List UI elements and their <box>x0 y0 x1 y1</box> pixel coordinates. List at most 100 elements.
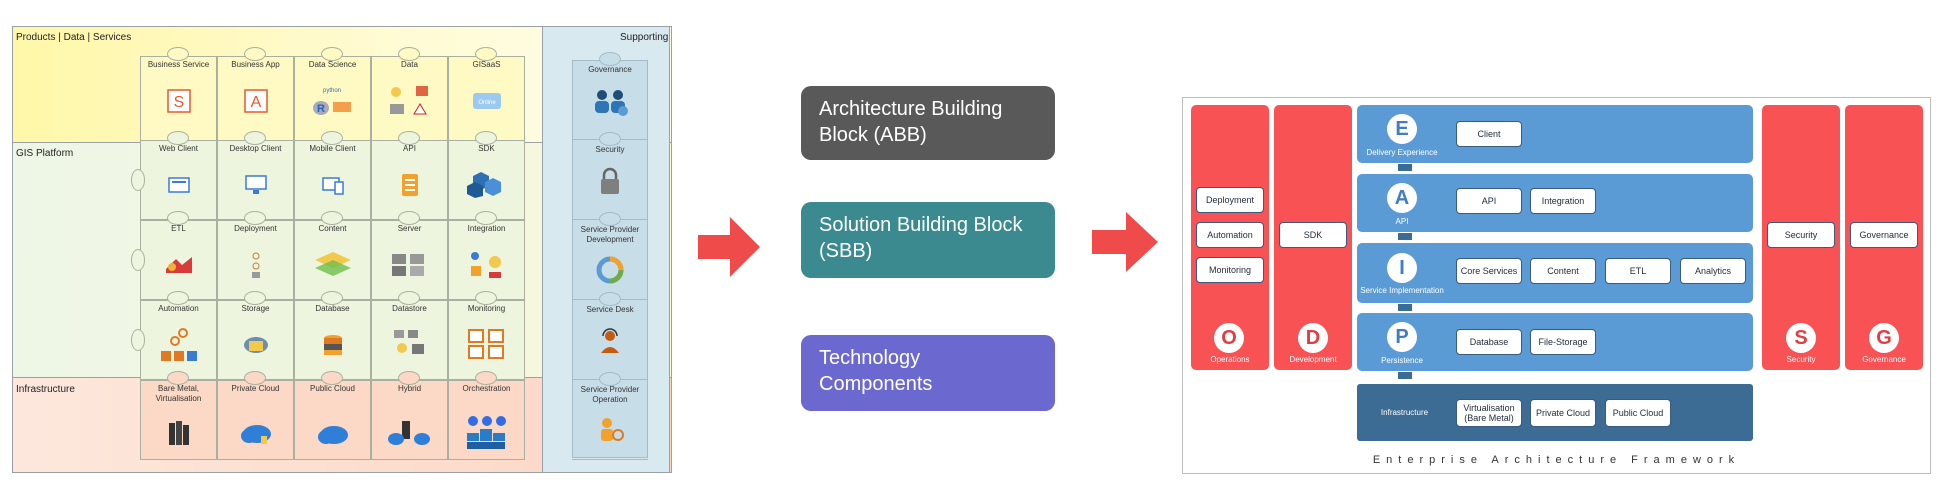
abb-block: Architecture Building Block (ABB) <box>801 86 1055 160</box>
puzzle-knob <box>599 372 621 386</box>
supporting-item-title: Security <box>595 145 625 154</box>
core-services-button[interactable]: Core Services <box>1456 258 1522 284</box>
etl-button[interactable]: ETL <box>1605 258 1671 284</box>
puzzle-piece-title: Datastore <box>392 304 427 313</box>
governance-button[interactable]: Governance <box>1850 222 1918 248</box>
puzzle-knob <box>398 291 420 305</box>
public-cloud-button[interactable]: Public Cloud <box>1605 399 1671 427</box>
puzzle-knob <box>599 132 621 146</box>
puzzle-piece: Server <box>371 220 448 300</box>
puzzle-piece-icon <box>218 245 293 285</box>
puzzle-knob <box>398 131 420 145</box>
puzzle-knob <box>131 329 145 351</box>
infrastructure-label: Infrastructure <box>1380 408 1429 417</box>
development-letter-badge: D <box>1298 323 1328 353</box>
puzzle-piece-icon <box>218 413 293 453</box>
puzzle-piece: Web Client <box>140 140 217 220</box>
integration-button[interactable]: Integration <box>1530 188 1596 214</box>
database-button[interactable]: Database <box>1456 329 1522 355</box>
puzzle-piece-icon <box>141 413 216 453</box>
puzzle-piece-icon <box>295 325 370 365</box>
puzzle-grid-frame <box>12 26 672 473</box>
monitoring-button[interactable]: Monitoring <box>1196 257 1264 283</box>
puzzle-piece-icon <box>295 245 370 285</box>
puzzle-piece-title: Database <box>315 304 350 313</box>
puzzle-piece-title: Public Cloud <box>310 384 355 393</box>
puzzle-piece-title: Mobile Client <box>309 144 356 153</box>
infrastructure-band-label: Infrastructure <box>16 384 75 395</box>
puzzle-knob <box>475 291 497 305</box>
analytics-button[interactable]: Analytics <box>1680 258 1746 284</box>
puzzle-piece-title: Orchestration <box>462 384 511 393</box>
file-storage-button[interactable]: File-Storage <box>1530 329 1596 355</box>
puzzle-knob <box>599 52 621 66</box>
puzzle-knob <box>321 47 343 61</box>
puzzle-piece-icon: A <box>218 81 293 121</box>
security-label: Security <box>1786 355 1816 364</box>
delivery-experience-letter-badge: E <box>1387 114 1417 144</box>
puzzle-knob <box>131 169 145 191</box>
api-button[interactable]: API <box>1456 188 1522 214</box>
puzzle-knob <box>398 371 420 385</box>
supporting-item: Service Provider Operation <box>572 380 648 460</box>
puzzle-piece: Data <box>371 56 448 142</box>
puzzle-piece-title: Web Client <box>159 144 198 153</box>
puzzle-piece: Desktop Client <box>217 140 294 220</box>
supporting-item-icon <box>572 82 648 122</box>
operations-letter-badge: O <box>1214 323 1244 353</box>
virtualisation-button[interactable]: Virtualisation (Bare Metal) <box>1456 399 1522 427</box>
puzzle-piece-icon <box>372 325 447 365</box>
puzzle-knob <box>475 131 497 145</box>
security-button[interactable]: Security <box>1767 222 1835 248</box>
puzzle-knob <box>398 47 420 61</box>
puzzle-piece-title: SDK <box>478 144 495 153</box>
supporting-item-title: Governance <box>588 65 632 74</box>
python-tag: python <box>323 88 341 94</box>
client-button[interactable]: Client <box>1456 121 1522 147</box>
framework-footer-title: Enterprise Architecture Framework <box>1372 454 1741 466</box>
governance-label: Governance <box>1862 355 1906 364</box>
puzzle-piece-title: Monitoring <box>467 304 506 313</box>
row-connector <box>1398 164 1412 171</box>
puzzle-piece: ETL <box>140 220 217 300</box>
puzzle-knob <box>167 211 189 225</box>
puzzle-piece-title: Data <box>401 60 418 69</box>
service-implementation-letter-badge: I <box>1387 253 1417 283</box>
puzzle-knob <box>244 211 266 225</box>
puzzle-piece-icon <box>449 165 524 205</box>
supporting-item: Security <box>572 140 648 220</box>
puzzle-piece-icon: Online <box>449 81 524 121</box>
puzzle-piece: Deployment <box>217 220 294 300</box>
puzzle-piece-icon <box>295 165 370 205</box>
puzzle-knob <box>244 291 266 305</box>
puzzle-piece-icon: S <box>141 81 216 121</box>
supporting-item-icon <box>572 250 648 290</box>
content-button[interactable]: Content <box>1530 258 1596 284</box>
private-cloud-button[interactable]: Private Cloud <box>1530 399 1596 427</box>
row-connector <box>1398 233 1412 240</box>
deployment-button[interactable]: Deployment <box>1196 187 1264 213</box>
operations-label: Operations <box>1210 355 1250 364</box>
row-connector <box>1398 304 1412 311</box>
puzzle-piece: Monitoring <box>448 300 525 380</box>
puzzle-knob <box>244 131 266 145</box>
automation-button[interactable]: Automation <box>1196 222 1264 248</box>
supporting-item-icon <box>572 410 648 450</box>
puzzle-knob <box>321 371 343 385</box>
puzzle-piece-title: Storage <box>241 304 270 313</box>
sdk-button[interactable]: SDK <box>1279 222 1347 248</box>
puzzle-piece-title: Integration <box>467 224 506 233</box>
puzzle-piece-title: Desktop Client <box>229 144 282 153</box>
puzzle-piece-title: GISaaS <box>472 60 501 69</box>
puzzle-knob <box>398 211 420 225</box>
puzzle-piece-icon <box>141 245 216 285</box>
puzzle-knob <box>167 371 189 385</box>
puzzle-piece: Orchestration <box>448 380 525 460</box>
puzzle-knob <box>599 212 621 226</box>
puzzle-piece-title: Hybrid <box>397 384 422 393</box>
puzzle-piece: Storage <box>217 300 294 380</box>
development-label: Development <box>1289 355 1337 364</box>
online-tag: Online <box>478 100 496 106</box>
puzzle-piece-icon <box>372 81 447 121</box>
